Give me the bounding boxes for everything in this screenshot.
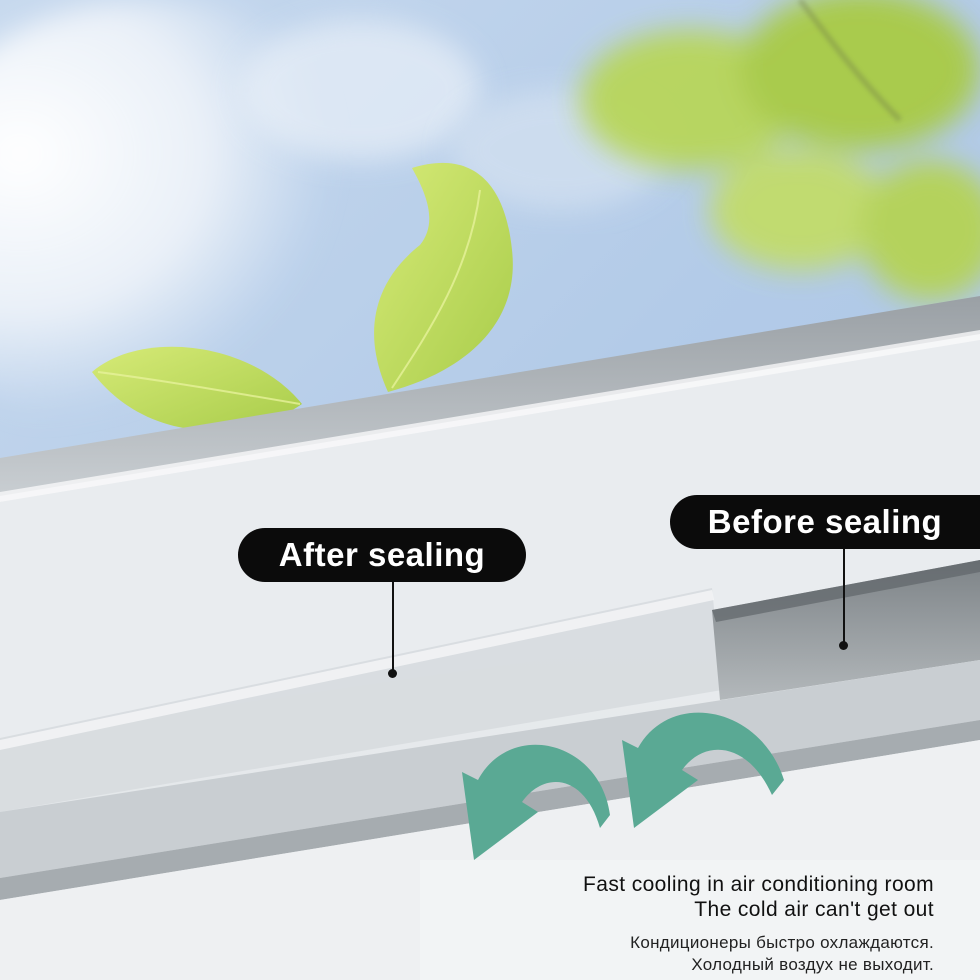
before-sealing-pointer-line: [843, 549, 845, 645]
leaf-left: [92, 346, 302, 431]
before-sealing-pointer-dot: [839, 641, 848, 650]
before-sealing-label: Before sealing: [670, 495, 980, 549]
after-sealing-pointer-line: [392, 582, 394, 672]
airflow-arrow-left: [462, 744, 610, 860]
after-sealing-pointer-dot: [388, 669, 397, 678]
caption-russian-line2: Холодный воздух не выходит.: [691, 955, 934, 974]
caption-russian-line1: Кондиционеры быстро охлаждаются.: [630, 933, 934, 952]
unsealed-gap: [712, 560, 980, 700]
caption-english-line1: Fast cooling in air conditioning room: [583, 873, 934, 896]
leaf-upright: [374, 162, 513, 392]
caption-english-line2: The cold air can't get out: [694, 898, 934, 921]
airflow-arrow-right: [622, 712, 784, 828]
after-sealing-label: After sealing: [238, 528, 526, 582]
seal-strip: [0, 588, 722, 812]
